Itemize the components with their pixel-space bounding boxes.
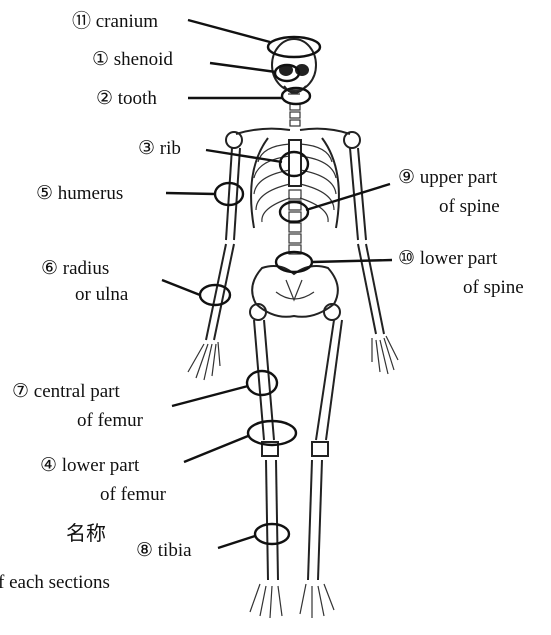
label-central-femur-line1: ⑦ central part (12, 381, 120, 402)
label-lower-femur-line2: of femur (100, 484, 167, 505)
labels: ⑪ cranium ① shenoid ② tooth ③ rib ⑤ hume… (12, 10, 524, 561)
left-leg (250, 320, 282, 618)
marker-rings (200, 37, 320, 544)
leader-humerus (166, 193, 215, 194)
leader-central-femur (172, 386, 248, 406)
label-tibia: ⑧ tibia (136, 540, 192, 561)
label-tooth: ② tooth (96, 88, 157, 109)
cervical-spine (290, 104, 300, 126)
label-shenoid: ① shenoid (92, 49, 173, 70)
rib-ring (280, 152, 308, 176)
caption: 名称 f each sections (0, 521, 110, 593)
label-humerus: ⑤ humerus (36, 183, 123, 204)
label-radius-line2: or ulna (75, 284, 129, 305)
label-lower-spine-line1: ⑩ lower part (398, 248, 498, 269)
leader-cranium (188, 20, 270, 42)
label-lower-spine-line2: of spine (463, 277, 524, 298)
label-upper-spine-line1: ⑨ upper part (398, 167, 498, 188)
right-leg (300, 320, 342, 618)
shoulders (226, 129, 360, 148)
leader-lower-femur (184, 436, 248, 462)
label-rib: ③ rib (138, 138, 181, 159)
lower-spine-ring (276, 252, 312, 272)
caption-english: f each sections (0, 572, 110, 593)
central-femur-ring (247, 371, 277, 395)
skeleton-figure (188, 39, 398, 618)
leader-rib (206, 150, 282, 162)
label-cranium: ⑪ cranium (72, 10, 158, 32)
leader-radius (162, 280, 200, 295)
label-radius-line1: ⑥ radius (41, 258, 109, 279)
pelvis (250, 266, 340, 320)
label-upper-spine-line2: of spine (439, 196, 500, 217)
tibia-ring (255, 524, 289, 544)
leader-lower-spine (312, 260, 392, 262)
leader-shenoid (210, 63, 276, 72)
label-lower-femur-line1: ④ lower part (40, 455, 140, 476)
label-central-femur-line2: of femur (77, 410, 144, 431)
caption-cjk: 名称 (66, 521, 106, 545)
leader-tibia (218, 536, 255, 548)
leader-upper-spine (306, 184, 390, 210)
